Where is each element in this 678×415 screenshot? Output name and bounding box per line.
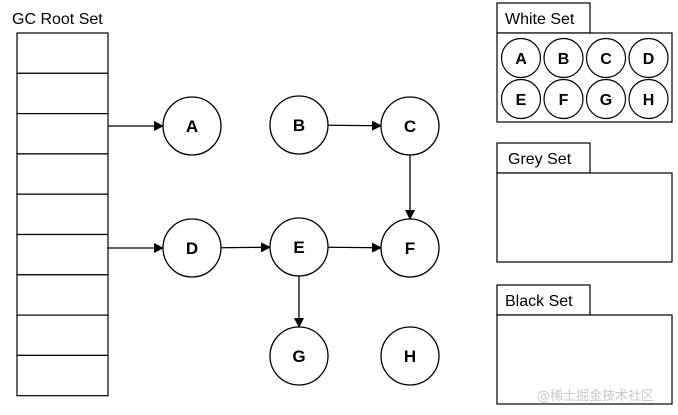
white-member-d: D	[628, 37, 669, 79]
root-slot	[16, 274, 109, 316]
root-slot	[16, 112, 109, 155]
white-set-members: A B C D E F G H	[500, 37, 669, 120]
node-h: H	[380, 326, 440, 386]
member-circle	[543, 78, 584, 120]
member-circle	[543, 37, 584, 79]
node-circle	[162, 96, 222, 156]
node-label: D	[186, 239, 198, 258]
white-set-label: White Set	[505, 11, 575, 28]
black-set: Black Set	[496, 284, 673, 405]
root-slot	[16, 72, 109, 115]
node-a: A	[162, 96, 222, 156]
member-circle	[628, 78, 669, 120]
node-circle	[269, 95, 329, 155]
node-label: H	[404, 347, 416, 366]
black-set-box	[496, 314, 673, 405]
node-label: A	[186, 117, 198, 136]
node-g: G	[269, 326, 329, 386]
member-label: F	[559, 92, 569, 109]
white-set-tab	[496, 2, 591, 34]
node-label: C	[404, 117, 416, 136]
member-label: C	[600, 51, 612, 68]
root-slot	[16, 354, 109, 397]
black-set-tab	[496, 284, 591, 316]
grey-set-label: Grey Set	[508, 151, 572, 168]
node-f: F	[380, 218, 440, 278]
node-label: G	[292, 347, 305, 366]
node-circle	[269, 217, 329, 277]
member-circle	[585, 37, 627, 79]
white-member-h: H	[628, 78, 669, 120]
grey-set-box	[496, 172, 673, 263]
root-set	[16, 32, 109, 397]
node-label: F	[405, 239, 415, 258]
node-circle	[380, 218, 440, 278]
node-e: E	[269, 217, 329, 277]
node-b: B	[269, 95, 329, 155]
node-circle	[380, 96, 440, 156]
white-member-e: E	[500, 78, 542, 120]
node-circle	[380, 326, 440, 386]
member-label: E	[516, 92, 527, 109]
white-member-b: B	[543, 37, 584, 79]
member-label: H	[643, 92, 655, 109]
white-member-g: G	[585, 78, 627, 120]
node-d: D	[162, 218, 222, 278]
white-member-c: C	[585, 37, 627, 79]
reference-edges	[108, 120, 415, 328]
white-set: White Set A B C D E F G H	[496, 2, 673, 123]
member-circle	[585, 78, 627, 120]
root-slot	[16, 32, 109, 74]
black-set-label: Black Set	[505, 293, 573, 310]
object-graph: A B C D E F G H	[162, 95, 440, 386]
watermark: @稀土掘金技术社区	[537, 388, 654, 404]
node-label: E	[293, 238, 304, 257]
root-slot	[16, 233, 109, 276]
member-label: A	[515, 51, 527, 68]
root-slot	[16, 153, 109, 195]
white-member-f: F	[543, 78, 584, 120]
root-set-title: GC Root Set	[12, 11, 103, 28]
node-c: C	[380, 96, 440, 156]
node-label: B	[293, 116, 305, 135]
member-label: D	[643, 51, 655, 68]
root-slot	[16, 314, 109, 357]
white-member-a: A	[500, 37, 542, 79]
grey-set: Grey Set	[496, 142, 673, 263]
member-label: G	[600, 92, 612, 109]
node-circle	[162, 218, 222, 278]
member-circle	[500, 37, 542, 79]
grey-set-tab	[496, 142, 591, 174]
node-circle	[269, 326, 329, 386]
member-circle	[628, 37, 669, 79]
member-label: B	[558, 51, 570, 68]
root-slot	[16, 193, 109, 236]
member-circle	[500, 78, 542, 120]
